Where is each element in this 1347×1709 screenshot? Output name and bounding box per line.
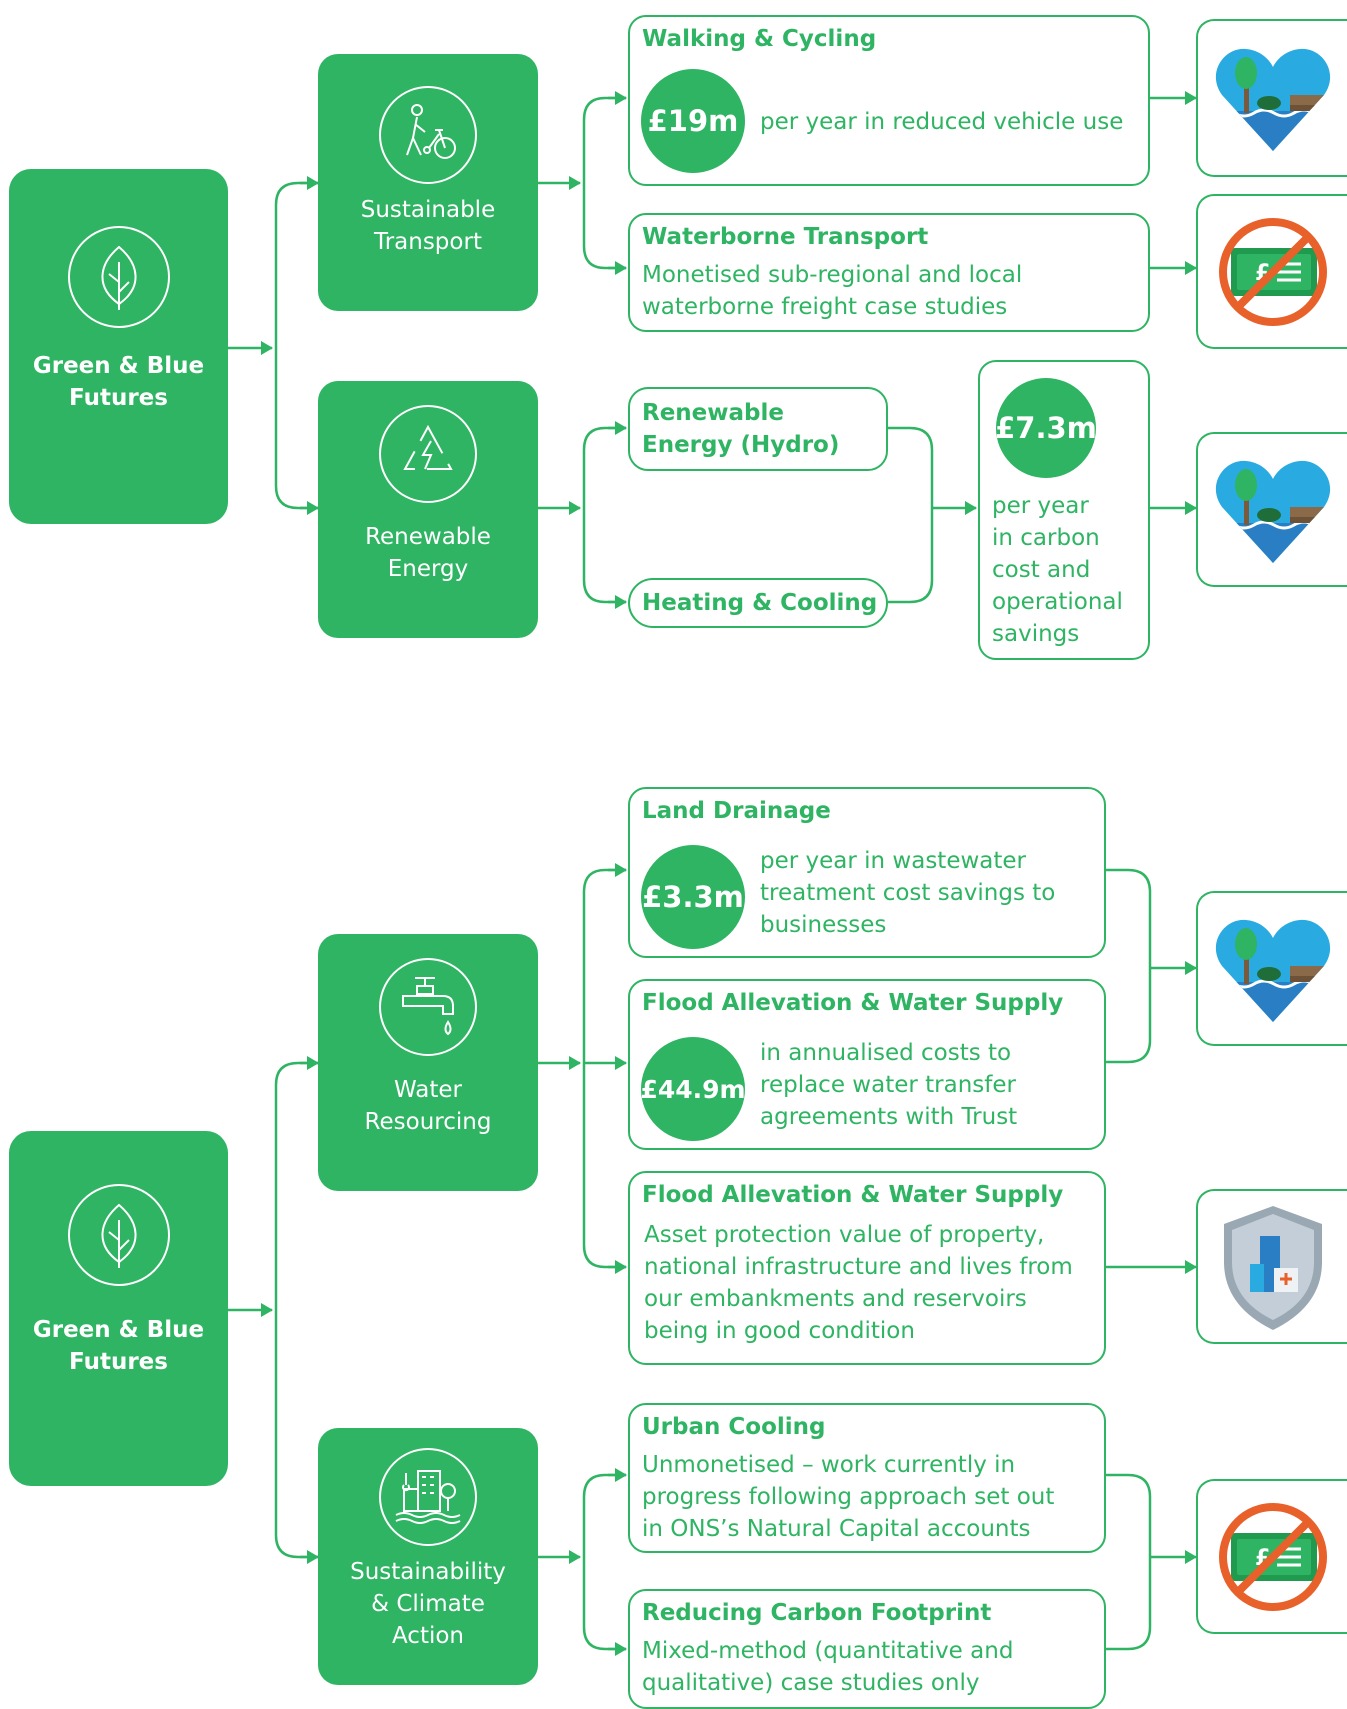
category-label-line1: Sustainability	[350, 1559, 506, 1585]
outcome-text-line2: treatment cost savings to	[760, 880, 1056, 906]
outcome-text-line4: operational	[992, 589, 1123, 615]
outcome-title-line1: Renewable	[642, 400, 784, 426]
heart-landscape-icon	[1215, 48, 1330, 152]
outcome-title: Heating & Cooling	[642, 590, 878, 616]
outcome-waterborne-transport: Waterborne Transport Monetised sub-regio…	[628, 213, 1150, 332]
outcome-title: Flood Allevation & Water Supply	[642, 1182, 1064, 1208]
outcome-text-line3: businesses	[760, 912, 887, 938]
water-tap-icon	[379, 958, 477, 1056]
category-label-line2: Resourcing	[364, 1109, 492, 1135]
outcome-title: Flood Allevation & Water Supply	[642, 990, 1064, 1016]
outcome-text-line1: per year in wastewater	[760, 848, 1027, 874]
category-label-line1: Sustainable	[360, 197, 496, 223]
outcome-text-line1: per year	[992, 493, 1089, 519]
result-shield-buildings	[1196, 1189, 1347, 1344]
recycle-energy-icon	[379, 405, 477, 503]
shield-buildings-icon	[1223, 1205, 1322, 1330]
root-title-line2: Futures	[69, 385, 168, 411]
outcome-title: Walking & Cycling	[642, 26, 877, 52]
root-title-line1: Green & Blue	[32, 353, 205, 379]
outcome-text-line2: waterborne freight case studies	[642, 294, 1008, 320]
outcome-text-line3: in ONS’s Natural Capital accounts	[642, 1516, 1031, 1542]
outcome-text-line5: savings	[992, 621, 1080, 647]
heart-landscape-icon	[1215, 460, 1330, 563]
outcome-text-line1: in annualised costs to	[760, 1040, 1012, 1066]
city-climate-icon	[379, 1448, 477, 1546]
outcome-renewable-hydro: Renewable Energy (Hydro)	[628, 387, 888, 471]
outcome-text-line3: cost and	[992, 557, 1091, 583]
category-sustainable-transport: Sustainable Transport	[318, 54, 538, 311]
result-heart-landscape-2	[1196, 432, 1347, 587]
outcome-title: Waterborne Transport	[642, 224, 929, 250]
outcome-text-line3: agreements with Trust	[760, 1104, 1018, 1130]
category-sustainability-climate: Sustainability & Climate Action	[318, 1428, 538, 1685]
root-title-line2: Futures	[69, 1349, 168, 1375]
walking-cycling-icon	[379, 86, 477, 184]
outcome-heating-cooling: Heating & Cooling	[628, 578, 888, 628]
result-no-money-1: £	[1196, 194, 1347, 349]
category-label-line2: & Climate	[371, 1591, 485, 1617]
outcome-text-line2: replace water transfer	[760, 1072, 1016, 1098]
outcome-text-line1: Unmonetised – work currently in	[642, 1452, 1016, 1478]
value-bubble: £7.3m	[995, 378, 1097, 478]
outcome-text-line2: in carbon	[992, 525, 1100, 551]
outcome-title: Urban Cooling	[642, 1414, 826, 1440]
outcome-walking-cycling: Walking & Cycling £19m per year in reduc…	[628, 15, 1150, 186]
value-bubble: £44.9m	[640, 1037, 746, 1141]
value-bubble: £3.3m	[641, 845, 745, 949]
outcome-title-line2: Energy (Hydro)	[642, 432, 840, 458]
category-label-line1: Water	[394, 1077, 462, 1103]
root-node-green-blue-futures-2: Green & Blue Futures	[9, 1131, 228, 1486]
outcome-flood-allevation-2: Flood Allevation & Water Supply Asset pr…	[628, 1171, 1106, 1365]
outcome-energy-savings: £7.3m per year in carbon cost and operat…	[978, 360, 1150, 660]
outcome-text-line2: national infrastructure and lives from	[644, 1254, 1073, 1280]
outcome-text-line4: being in good condition	[644, 1318, 915, 1344]
result-heart-landscape-1	[1196, 19, 1347, 177]
category-renewable-energy: Renewable Energy	[318, 381, 538, 638]
category-label-line2: Energy	[387, 556, 469, 582]
outcome-urban-cooling: Urban Cooling Unmonetised – work current…	[628, 1403, 1106, 1553]
outcome-text-line2: progress following approach set out	[642, 1484, 1055, 1510]
root-title-line1: Green & Blue	[32, 1317, 205, 1343]
root-node-green-blue-futures: Green & Blue Futures	[9, 169, 228, 524]
outcome-title: Reducing Carbon Footprint	[642, 1600, 992, 1626]
value-bubble: £19m	[641, 69, 745, 173]
category-water-resourcing: Water Resourcing	[318, 934, 538, 1191]
outcome-title: Land Drainage	[642, 798, 831, 824]
category-label-line2: Transport	[374, 229, 482, 255]
leaf-icon	[67, 226, 170, 328]
outcome-text-line1: Monetised sub-regional and local	[642, 262, 1023, 288]
heart-landscape-icon	[1215, 919, 1330, 1022]
category-label-line3: Action	[391, 1623, 465, 1649]
result-heart-landscape-3	[1196, 891, 1347, 1046]
no-money-icon: £	[1218, 217, 1327, 326]
outcome-land-drainage: Land Drainage £3.3m per year in wastewat…	[628, 787, 1106, 958]
outcome-text-line3: our embankments and reservoirs	[644, 1286, 1027, 1312]
outcome-text: per year in reduced vehicle use	[760, 109, 1124, 135]
outcome-flood-allevation-1: Flood Allevation & Water Supply £44.9m i…	[628, 979, 1106, 1150]
outcome-text-line1: Asset protection value of property,	[644, 1222, 1045, 1248]
outcome-reducing-carbon: Reducing Carbon Footprint Mixed-method (…	[628, 1589, 1106, 1709]
outcome-text-line1: Mixed-method (quantitative and	[642, 1638, 1014, 1664]
result-no-money-2: £	[1196, 1479, 1347, 1634]
leaf-icon	[67, 1184, 170, 1286]
category-label-line1: Renewable	[365, 524, 491, 550]
no-money-icon: £	[1218, 1502, 1327, 1611]
outcome-text-line2: qualitative) case studies only	[642, 1670, 980, 1696]
